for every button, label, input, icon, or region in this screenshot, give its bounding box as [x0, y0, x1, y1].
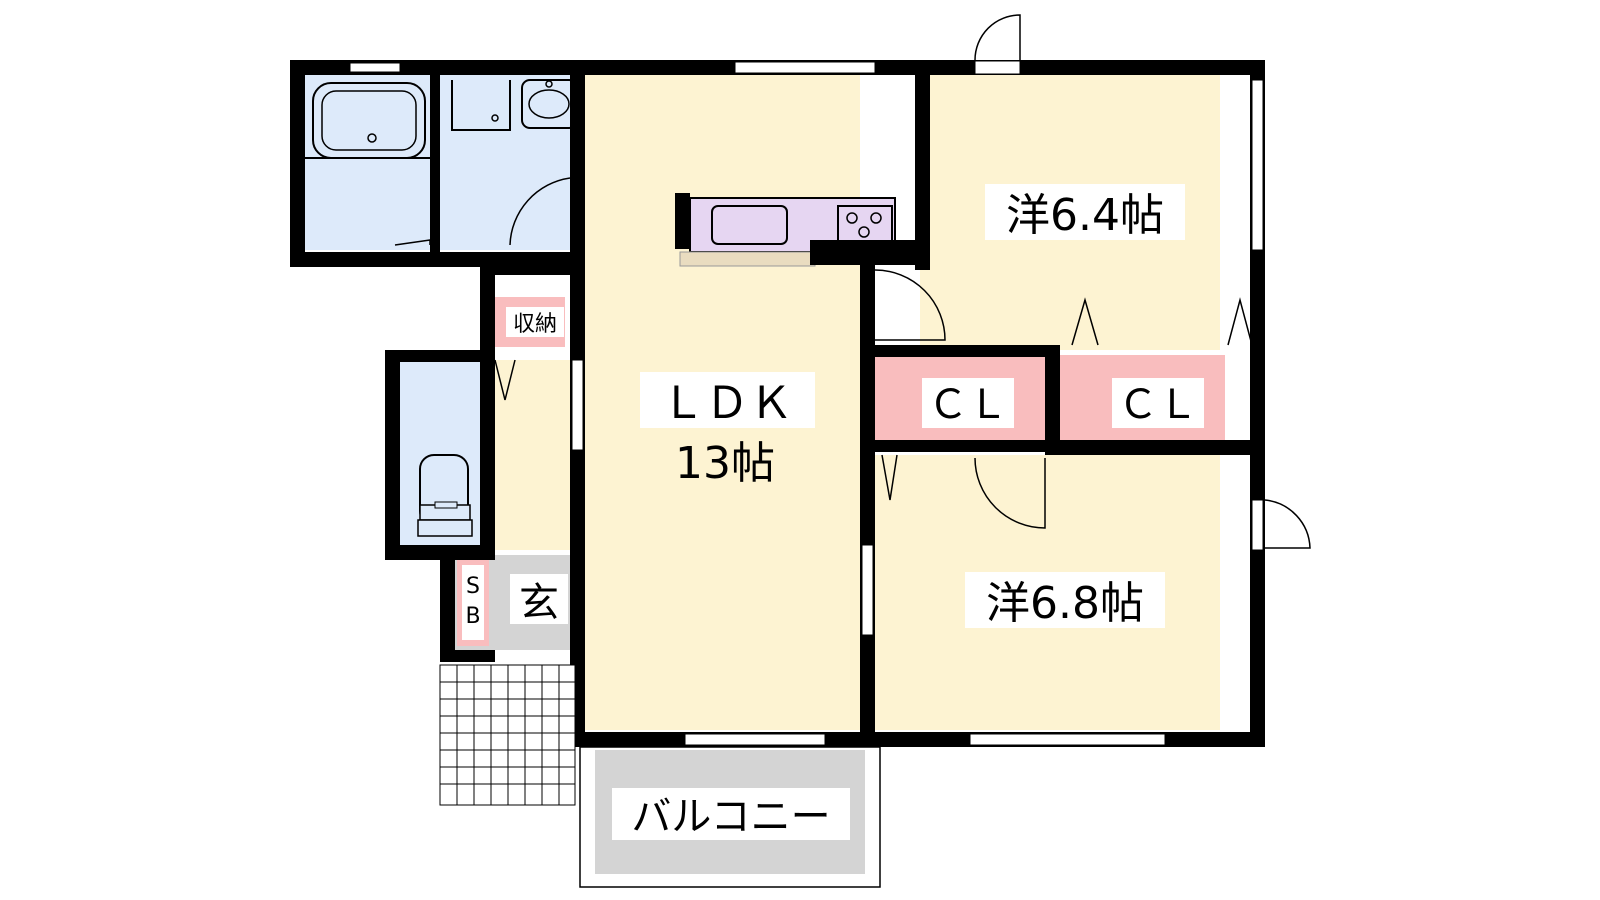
western-room-2-label: 洋6.8帖 [986, 578, 1144, 629]
shoebox-label-b: B [465, 604, 480, 629]
ldk-size: 13帖 [675, 438, 775, 489]
closet-1-label: ＣＬ [928, 382, 1008, 428]
storage-label: 収納 [513, 312, 557, 337]
western-room-1-label: 洋6.4帖 [1006, 190, 1164, 241]
ldk-label: ＬＤＫ [661, 378, 793, 429]
balcony-label: バルコニー [631, 794, 830, 840]
bathtub [312, 82, 426, 159]
porch-tiles [439, 664, 576, 806]
hallway-area [495, 360, 575, 550]
windows [349, 60, 1264, 746]
stove [837, 205, 893, 245]
shoebox-label-s: S [466, 574, 480, 599]
kitchen-sink [711, 205, 788, 245]
entrance-label: 玄 [519, 580, 559, 626]
closet-2-label: ＣＬ [1118, 382, 1198, 428]
